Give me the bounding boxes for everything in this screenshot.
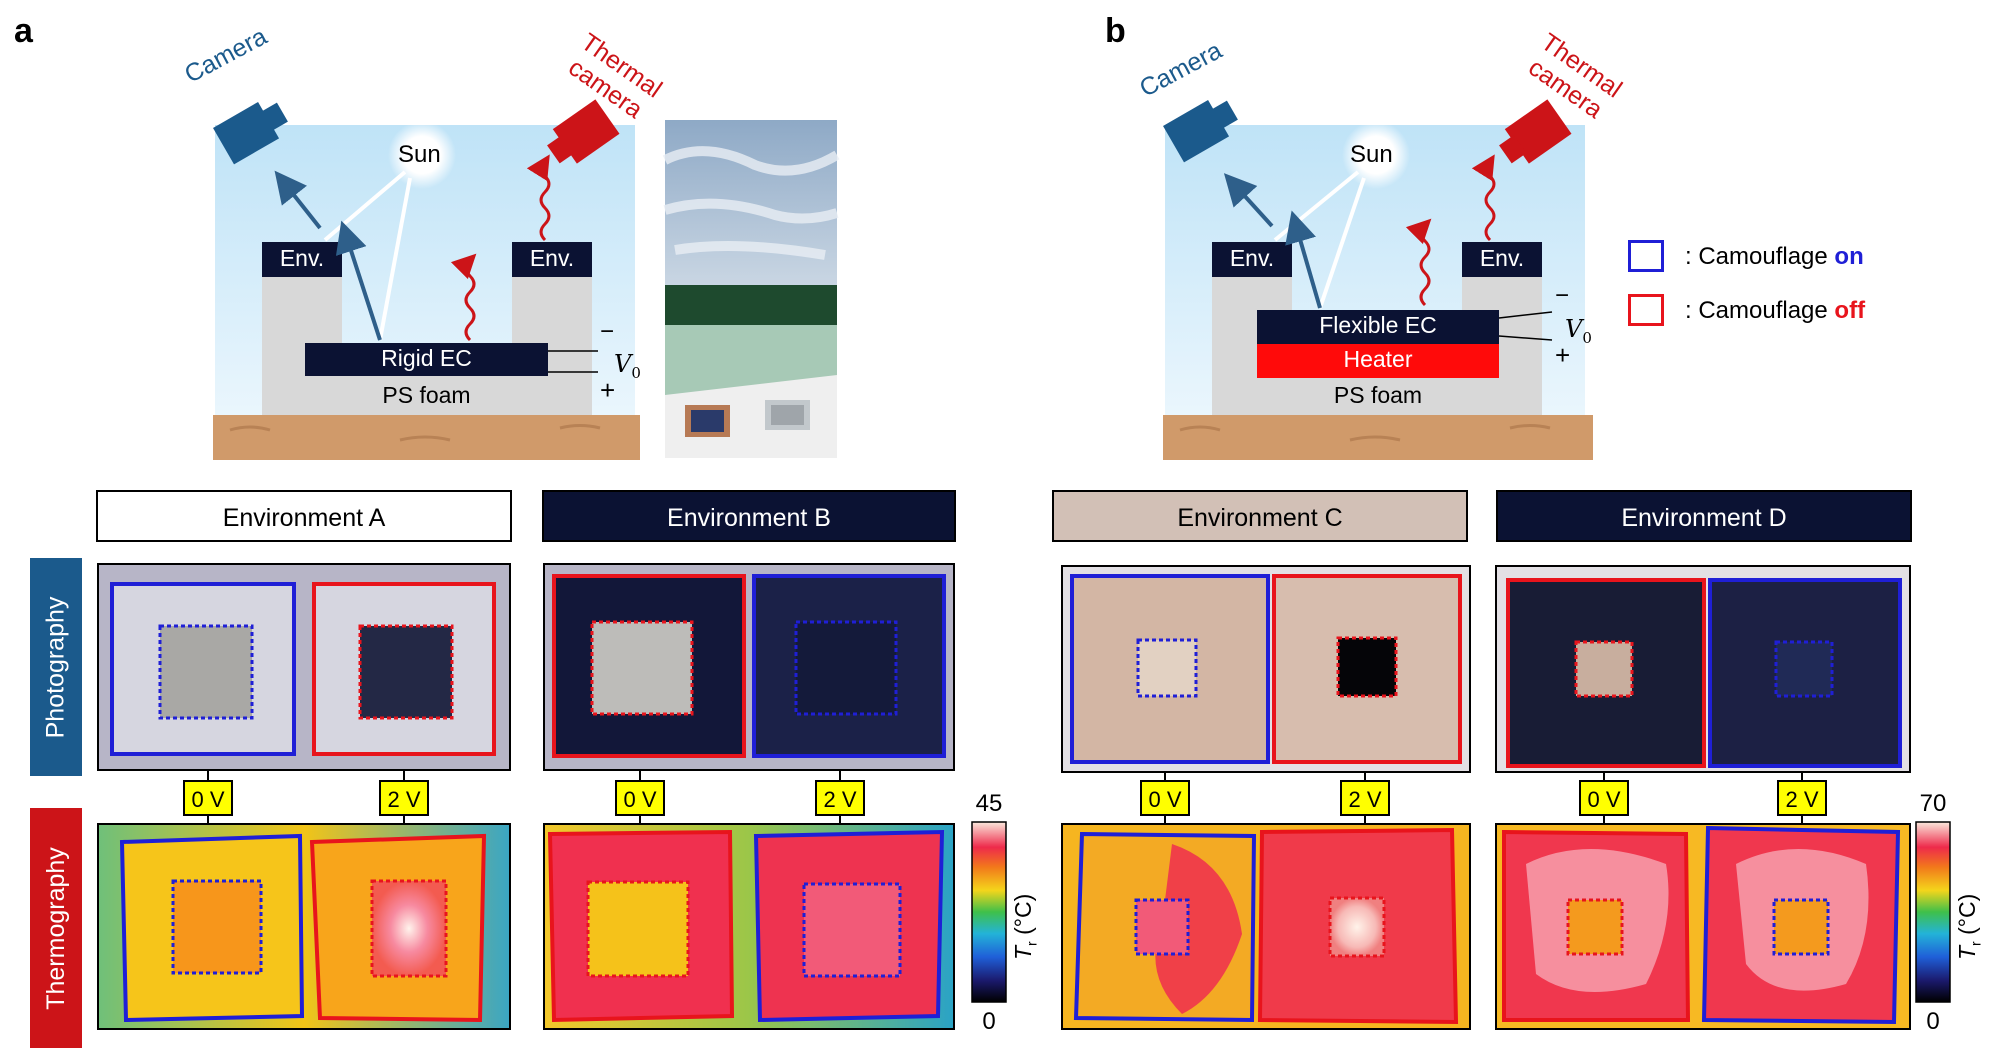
legend-box-on <box>1628 240 1664 272</box>
env-label-left: Env. <box>1229 245 1275 271</box>
env-label-right: Env. <box>529 245 575 271</box>
voltage-symbol: V <box>1565 315 1583 343</box>
plus-terminal: + <box>600 375 616 405</box>
voltage-tag-a-right: 2 V <box>379 780 429 816</box>
colorbar-left-label: Tr (°C) <box>1010 894 1040 960</box>
colorbar-left-min: 0 <box>982 1008 996 1035</box>
voltage-label: V0 <box>614 350 641 382</box>
panel-label-a: a <box>14 12 33 50</box>
thermal-environment-a <box>97 823 511 1030</box>
colorbar-left-max: 45 <box>975 790 1003 817</box>
voltage-tag-b-left: 0 V <box>615 780 665 816</box>
schematic-b <box>1163 99 1593 460</box>
substrate-label: PS foam <box>1333 382 1423 408</box>
voltage-subscript: 0 <box>631 363 641 382</box>
colorbar-right-label: Tr (°C) <box>1954 894 1984 960</box>
environment-c-header: Environment C <box>1052 490 1468 542</box>
minus-terminal: − <box>600 318 615 345</box>
colorbar-left-unit: (°C) <box>1010 893 1036 942</box>
thermal-environment-b <box>543 823 955 1030</box>
legend-camouflage-off: : Camouflage off <box>1685 297 1865 325</box>
device-label: Rigid EC <box>381 345 472 371</box>
legend-on-word: on <box>1834 243 1864 270</box>
camera-icon <box>213 101 288 165</box>
legend-off-word: off <box>1834 297 1866 324</box>
photo-environment-d <box>1495 565 1911 773</box>
thermal-camera-icon <box>1499 99 1572 164</box>
legend-on-prefix: : Camouflage <box>1685 243 1835 270</box>
thermal-environment-c <box>1061 823 1471 1030</box>
colorbar-left-label-symbol: T <box>1010 945 1036 960</box>
legend-box-off <box>1628 294 1664 326</box>
thermal-camera-icon <box>547 99 620 164</box>
photo-environment-c <box>1061 565 1471 773</box>
colorbar-right-label-symbol: T <box>1954 945 1980 960</box>
camera-icon <box>1163 99 1238 163</box>
colorbar-left-label-sub: r <box>1023 941 1040 946</box>
sun-label: Sun <box>1350 141 1393 168</box>
environment-d-header: Environment D <box>1496 490 1912 542</box>
colorbar-right-min: 0 <box>1926 1008 1940 1035</box>
thermal-environment-d <box>1495 823 1911 1030</box>
colorbar-right-max: 70 <box>1919 790 1947 817</box>
device-label: Flexible EC <box>1319 312 1437 338</box>
heater-label: Heater <box>1343 346 1413 372</box>
voltage-tag-d-right: 2 V <box>1777 780 1827 816</box>
colorbar-right <box>1915 821 1951 1003</box>
environment-a-header: Environment A <box>96 490 512 542</box>
sun-label: Sun <box>398 141 441 168</box>
outdoor-photo <box>662 120 840 458</box>
environment-b-header: Environment B <box>542 490 956 542</box>
voltage-tag-d-left: 0 V <box>1579 780 1629 816</box>
row-label-photography: Photography <box>30 558 82 776</box>
photo-environment-b <box>543 563 955 771</box>
env-label-left: Env. <box>279 245 325 271</box>
voltage-tag-a-left: 0 V <box>183 780 233 816</box>
schematic-a <box>213 99 640 460</box>
legend-off-prefix: : Camouflage <box>1685 297 1835 324</box>
voltage-subscript: 0 <box>1582 328 1592 347</box>
env-label-right: Env. <box>1479 245 1525 271</box>
voltage-label: V0 <box>1565 315 1592 347</box>
panel-label-b: b <box>1105 12 1126 50</box>
row-label-thermography: Thermography <box>30 808 82 1048</box>
substrate-label: PS foam <box>382 382 471 408</box>
photo-environment-a <box>97 563 511 771</box>
voltage-symbol: V <box>614 350 632 378</box>
legend-camouflage-on: : Camouflage on <box>1685 243 1864 271</box>
colorbar-right-unit: (°C) <box>1954 893 1980 942</box>
colorbar-left <box>971 821 1007 1003</box>
minus-terminal: − <box>1555 282 1570 309</box>
voltage-tag-b-right: 2 V <box>815 780 865 816</box>
plus-terminal: + <box>1555 340 1571 370</box>
voltage-tag-c-left: 0 V <box>1140 780 1190 816</box>
voltage-tag-c-right: 2 V <box>1340 780 1390 816</box>
colorbar-right-label-sub: r <box>1967 941 1984 946</box>
